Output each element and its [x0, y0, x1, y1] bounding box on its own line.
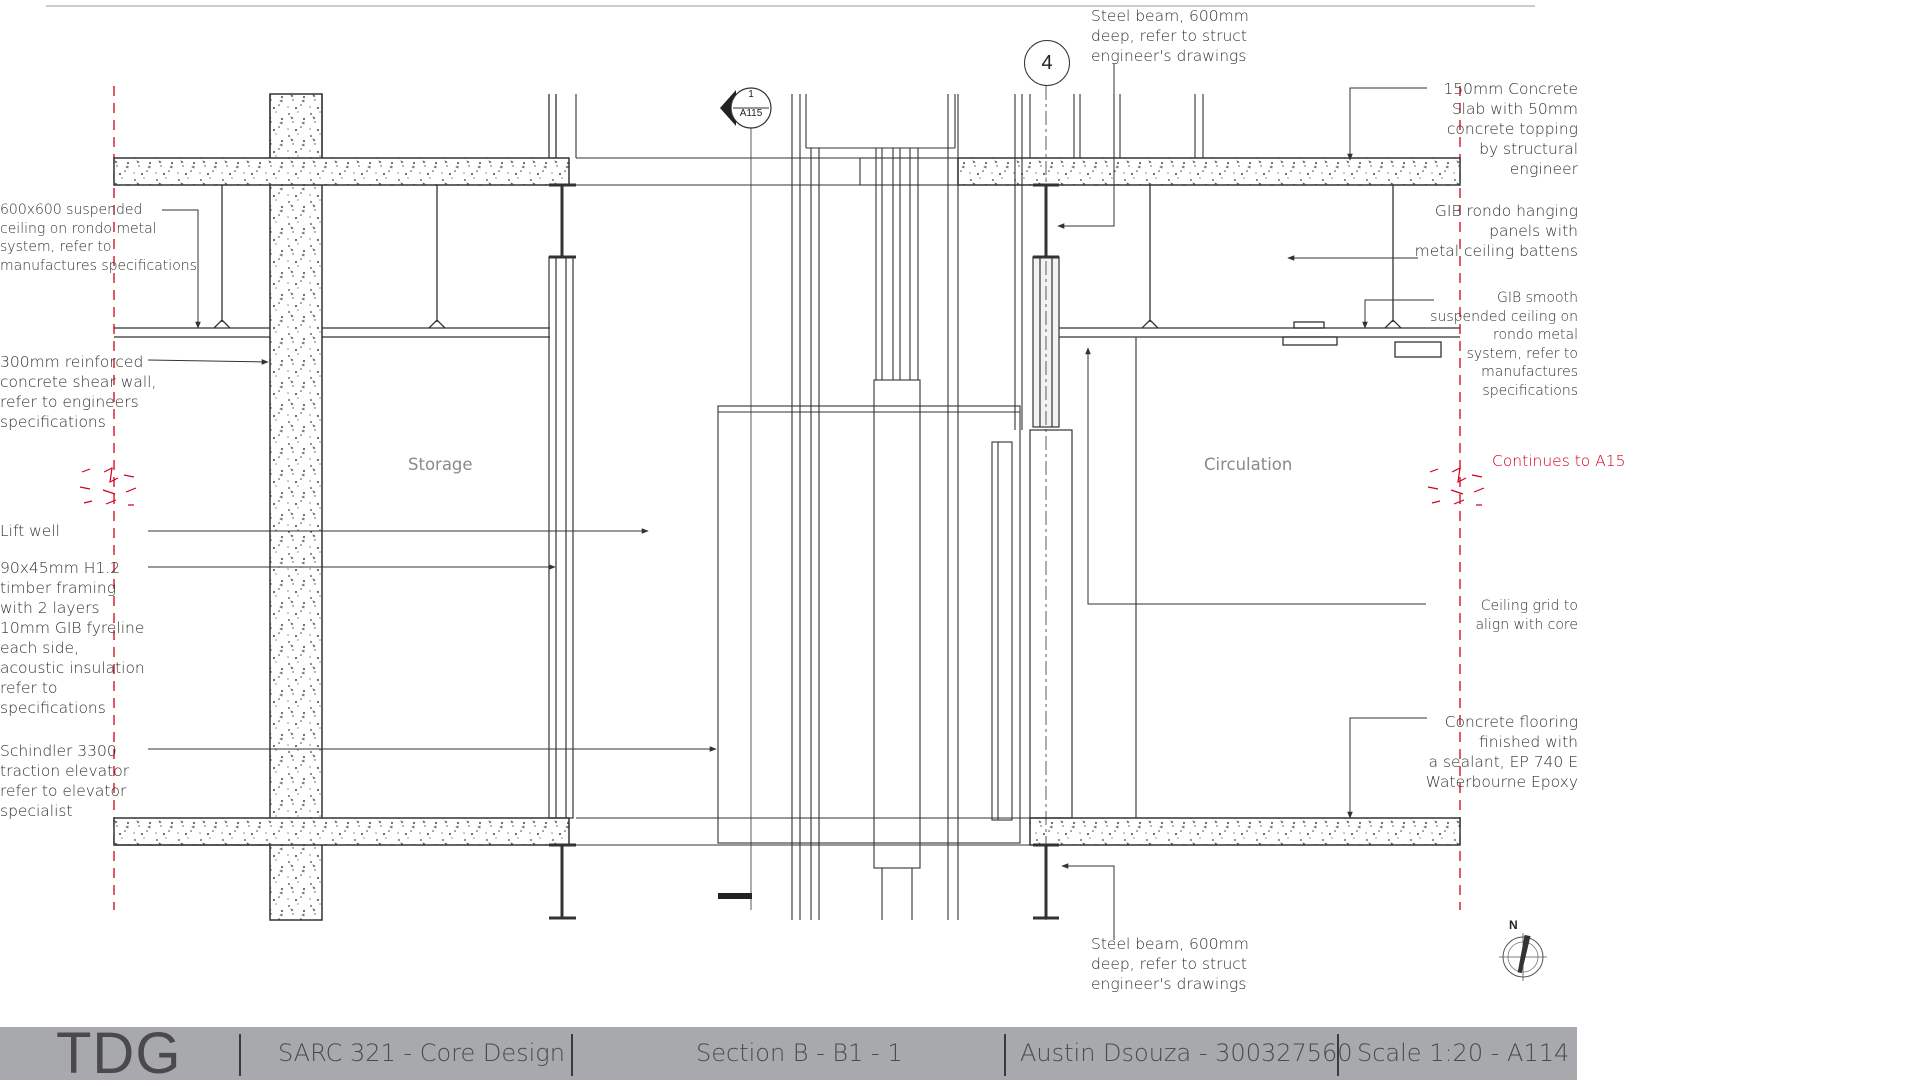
label-ceiling-grid: Ceiling grid to align with core	[1475, 598, 1578, 633]
label-steel-beam-top: Steel beam, 600mm deep, refer to struct …	[1091, 7, 1249, 65]
grid-bubble-4: 4	[1024, 40, 1070, 86]
label-steel-beam-bottom: Steel beam, 600mm deep, refer to struct …	[1091, 935, 1249, 993]
title-course: SARC 321 - Core Design	[278, 1039, 565, 1067]
cut-lines	[113, 86, 1461, 910]
title-author: Austin Dsouza - 300327560	[1020, 1039, 1353, 1067]
title-scale: Scale 1:20 - A114	[1357, 1039, 1570, 1067]
timber-wall	[548, 183, 576, 920]
label-flooring: Concrete flooring finished with a sealan…	[1425, 713, 1578, 791]
shear-wall	[269, 93, 323, 921]
room-storage: Storage	[408, 455, 473, 474]
title-logo: TDG	[56, 1021, 182, 1086]
section-marker-number: 1	[748, 89, 754, 100]
title-section: Section B - B1 - 1	[696, 1039, 903, 1067]
lift-shaft	[575, 94, 1204, 920]
break-symbols	[79, 466, 1485, 506]
title-block: TDG SARC 321 - Core Design Section B - B…	[0, 1021, 1577, 1086]
north-label: N	[1509, 918, 1518, 932]
label-gib-smooth: GIB smooth suspended ceiling on rondo me…	[1430, 290, 1578, 399]
label-elevator: Schindler 3300 traction elevator refer t…	[0, 742, 130, 820]
slab-top-left	[113, 157, 570, 186]
label-suspended-ceiling: 600x600 suspended ceiling on rondo metal…	[0, 202, 197, 274]
label-continues: Continues to A15	[1492, 452, 1626, 470]
slab-bottom-right	[1029, 817, 1461, 846]
elevator-car	[717, 405, 1021, 844]
room-circulation: Circulation	[1204, 455, 1293, 474]
steel-column	[1029, 183, 1073, 920]
section-marker-sheet: A115	[739, 108, 763, 119]
label-timber-framing: 90x45mm H1.2 timber framing with 2 layer…	[0, 559, 145, 717]
label-gib-rondo: GIB rondo hanging panels with metal ceil…	[1414, 202, 1578, 260]
label-shear-wall: 300mm reinforced concrete shear wall, re…	[0, 353, 157, 431]
north-arrow-icon	[1499, 933, 1547, 981]
slab-top-right	[957, 157, 1461, 186]
label-slab: 150mm Concrete Slab with 50mm concrete t…	[1443, 80, 1578, 178]
slab-bottom-left	[113, 817, 570, 846]
section-marker	[720, 87, 772, 910]
label-lift-well: Lift well	[0, 522, 60, 540]
